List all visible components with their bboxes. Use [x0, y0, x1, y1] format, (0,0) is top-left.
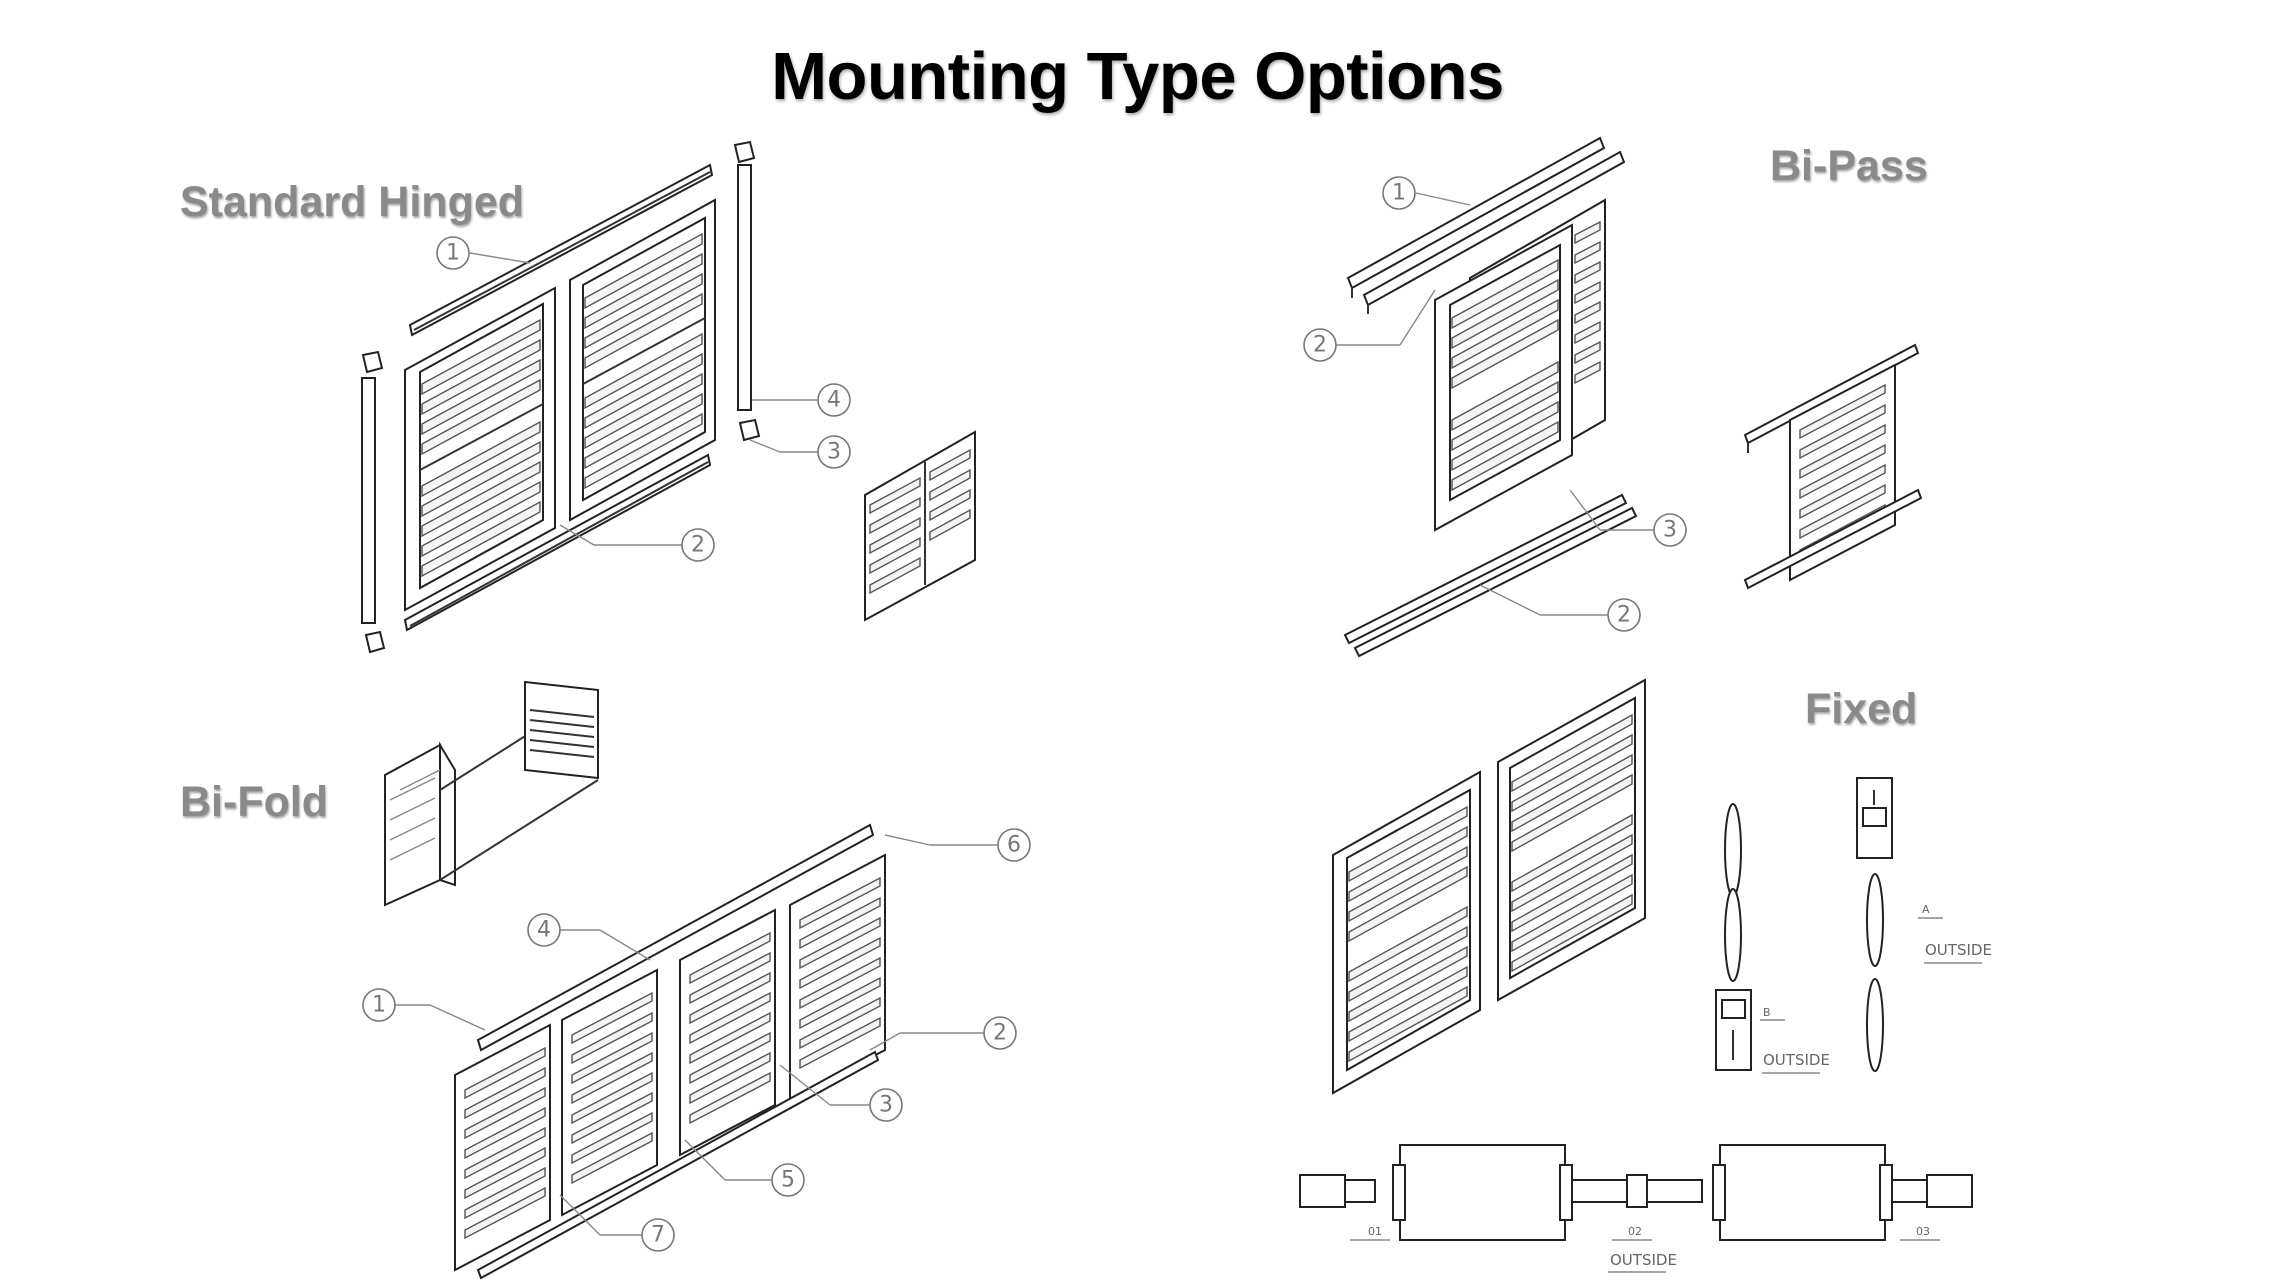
callout-3-text: 3	[879, 1093, 893, 1118]
callout-5-text: 5	[781, 1168, 795, 1193]
callout-2-top: 2	[1303, 289, 1436, 362]
top-rail	[408, 163, 714, 337]
callout-2-bottom: 2	[1479, 584, 1641, 632]
callout-5: 5	[684, 1139, 805, 1197]
plan-number-03: 03	[1916, 1225, 1930, 1238]
callout-3: 3	[749, 435, 851, 469]
top-track	[1346, 136, 1626, 314]
outside-label-3: OUTSIDE	[1610, 1251, 1677, 1269]
outside-label-2: OUTSIDE	[1925, 941, 1992, 959]
callout-1-text: 1	[1392, 181, 1406, 206]
bi-fold-top-track	[476, 823, 875, 1052]
mini-panel	[864, 430, 976, 622]
outside-label-1: OUTSIDE	[1763, 1051, 1830, 1069]
shutter-panel-left	[404, 286, 556, 612]
bottom-rail	[403, 453, 712, 632]
callout-2: 2	[869, 1016, 1017, 1051]
bi-pass-panel-front	[1434, 223, 1573, 532]
callout-2-top-text: 2	[1313, 333, 1327, 358]
left-jamb	[361, 350, 386, 654]
bi-fold-panels	[454, 853, 886, 1272]
bi-pass-small-assembly	[1743, 343, 1923, 590]
callout-4: 4	[752, 383, 851, 417]
callout-3: 3	[779, 1064, 903, 1122]
callout-3-text: 3	[1663, 518, 1677, 543]
callout-7: 7	[559, 1194, 675, 1252]
section-label-fixed: Fixed	[1805, 685, 1918, 733]
bottom-track	[1343, 493, 1638, 658]
detail-b-label: B	[1763, 1006, 1771, 1019]
callout-3-text: 3	[827, 440, 841, 465]
callout-2-bottom-text: 2	[1617, 603, 1631, 628]
fixed-panel-assembly	[1332, 678, 1646, 1095]
section-detail-b: B OUTSIDE	[1715, 803, 1830, 1074]
fixed-diagram: B OUTSIDE A OUTSIDE 01 02 03 OUTS	[1299, 678, 1992, 1273]
callout-4: 4	[527, 913, 651, 961]
bi-pass-diagram: 1 2 3 2	[1303, 136, 1923, 658]
callout-1-text: 1	[446, 241, 460, 266]
callout-1: 1	[436, 236, 531, 270]
callout-6-text: 6	[1007, 833, 1021, 858]
shutter-panel-right	[569, 198, 716, 522]
detail-a-label: A	[1922, 903, 1930, 916]
standard-hinged-diagram: 1 2 3 4	[361, 140, 976, 654]
callout-1: 1	[1382, 176, 1471, 210]
section-label-bi-pass: Bi-Pass	[1770, 142, 1928, 190]
section-detail-a: A OUTSIDE	[1856, 777, 1992, 1072]
plan-view: 01 02 03 OUTSIDE	[1299, 1144, 1973, 1273]
callout-4-text: 4	[827, 388, 841, 413]
callout-2-text: 2	[993, 1021, 1007, 1046]
right-jamb	[733, 140, 761, 442]
callout-2-text: 2	[691, 533, 705, 558]
bi-fold-inset	[384, 680, 599, 907]
plan-number-02: 02	[1628, 1225, 1642, 1238]
section-label-bi-fold: Bi-Fold	[180, 778, 329, 826]
plan-number-01: 01	[1368, 1225, 1382, 1238]
section-label-standard-hinged: Standard Hinged	[180, 178, 525, 226]
callout-2: 2	[559, 524, 715, 562]
page-title: Mounting Type Options	[771, 39, 1504, 114]
callout-4-text: 4	[537, 918, 551, 943]
callout-6: 6	[884, 828, 1031, 862]
callout-7-text: 7	[651, 1223, 665, 1248]
bi-fold-bottom-track	[476, 1050, 880, 1280]
callout-1-text: 1	[372, 993, 386, 1018]
callout-3: 3	[1569, 489, 1687, 547]
callout-1: 1	[362, 988, 486, 1031]
bi-fold-diagram: 1 2 3 4 5 6 7	[362, 680, 1031, 1280]
